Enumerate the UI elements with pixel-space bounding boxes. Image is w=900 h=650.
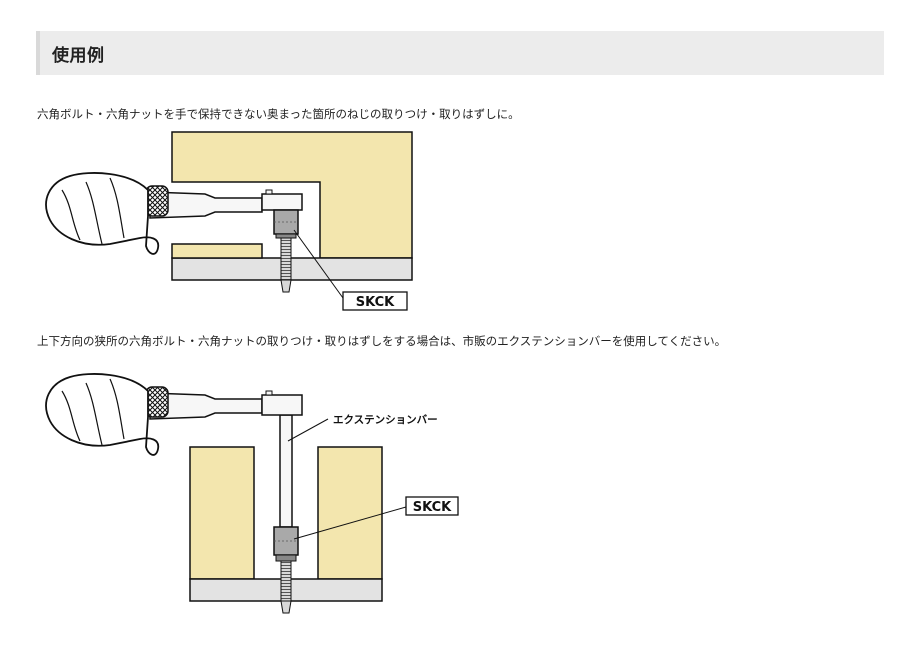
ratchet-head-2 <box>261 394 303 416</box>
skck-leader-line <box>293 229 344 299</box>
bolt-tip-2 <box>280 600 292 614</box>
bolt-tip <box>280 279 292 293</box>
wrench-handle <box>149 191 263 219</box>
skck-callout-box <box>342 291 408 311</box>
left-wall <box>189 446 255 580</box>
knurled-grip-2 <box>145 386 169 418</box>
example-2-description: 上下方向の狭所の六角ボルト・六角ナットの取りつけ・取りはずしをする場合は、市販の… <box>37 334 727 348</box>
floor-plate <box>171 257 413 281</box>
example-1-illustration: SKCK <box>45 131 413 311</box>
ledge-block <box>171 243 263 259</box>
skck-callout-label: SKCK <box>356 295 395 310</box>
example-1-description: 六角ボルト・六角ナットを手で保持できない奥まった箇所のねじの取りつけ・取りはずし… <box>37 107 520 121</box>
example-2-illustration: エクステンションバー SKCK <box>45 373 459 614</box>
bolt-shank-2 <box>280 560 292 602</box>
skck-leader-line-2 <box>293 506 407 540</box>
hand-outline-2 <box>45 373 160 456</box>
skck-callout-box-2 <box>405 496 459 516</box>
extension-bar-label: エクステンションバー <box>333 414 438 426</box>
hand-outline <box>45 172 160 255</box>
extension-bar <box>279 414 293 528</box>
right-wall <box>317 446 383 580</box>
ratchet-head <box>261 193 303 211</box>
section-title: 使用例 <box>52 46 105 66</box>
skck-callout-label-2: SKCK <box>413 500 452 515</box>
knurled-grip <box>145 185 169 217</box>
section-header: 使用例 <box>36 31 884 75</box>
extension-leader-line <box>287 418 329 442</box>
